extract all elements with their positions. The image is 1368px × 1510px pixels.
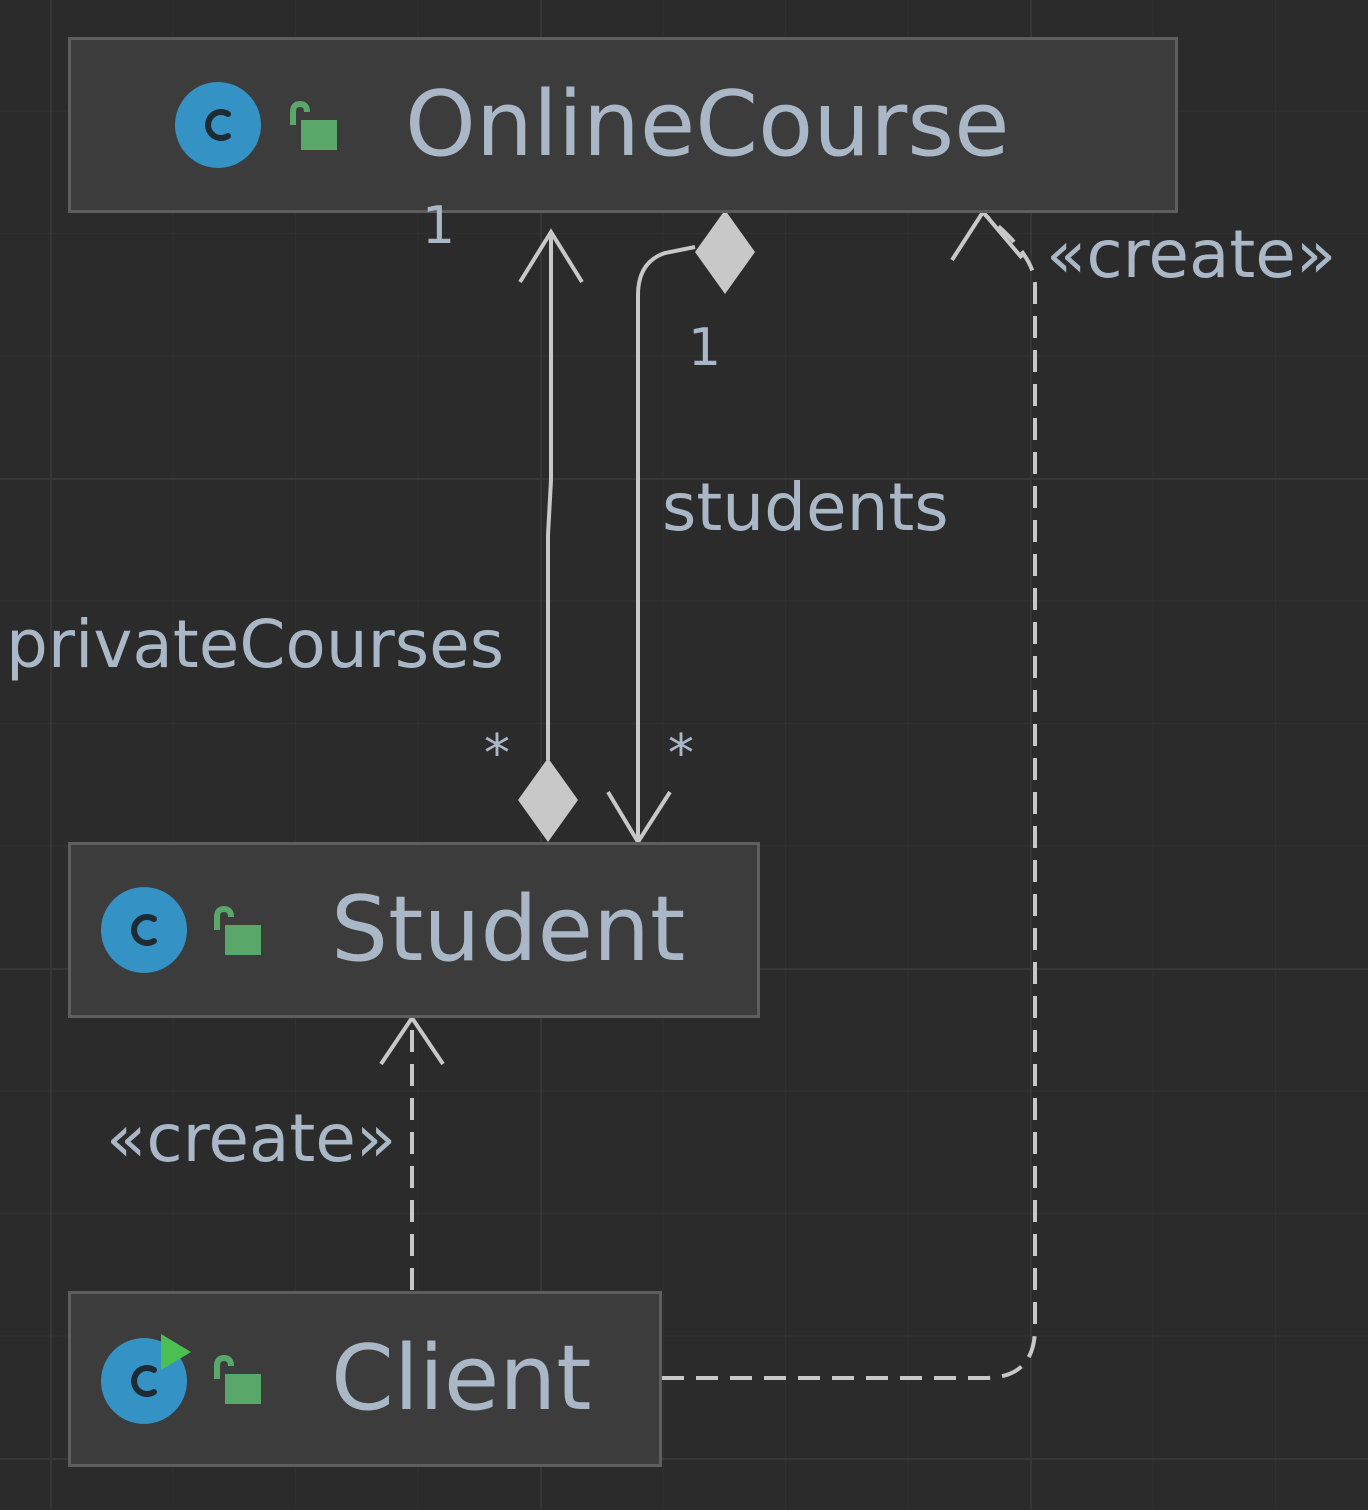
class-node-student[interactable]: Student bbox=[68, 842, 760, 1018]
students-target-multiplicity: * bbox=[668, 724, 694, 784]
class-icon bbox=[175, 82, 261, 168]
client-creates-course-dependency[interactable] bbox=[662, 208, 1037, 1380]
private-courses-source-multiplicity: 1 bbox=[422, 196, 456, 256]
client-creates-student-dependency[interactable] bbox=[379, 1014, 445, 1290]
class-name: Student bbox=[331, 877, 686, 982]
create-stereotype-student: «create» bbox=[106, 1100, 397, 1177]
class-node-onlinecourse[interactable]: OnlineCourse bbox=[68, 37, 1178, 213]
class-name: Client bbox=[331, 1326, 592, 1431]
private-courses-role-label: privateCourses bbox=[6, 606, 505, 683]
public-lock-icon bbox=[214, 1354, 261, 1404]
students-source-multiplicity: 1 bbox=[688, 318, 722, 378]
aggregation-diamond bbox=[695, 210, 755, 294]
run-badge-icon bbox=[161, 1334, 191, 1370]
private-courses-target-multiplicity: * bbox=[484, 724, 510, 784]
runnable-class-icon bbox=[101, 1334, 191, 1424]
class-icon bbox=[101, 887, 187, 973]
class-node-client[interactable]: Client bbox=[68, 1291, 662, 1467]
class-name: OnlineCourse bbox=[405, 72, 1010, 177]
public-lock-icon bbox=[290, 100, 337, 150]
students-association[interactable] bbox=[606, 210, 755, 846]
aggregation-diamond bbox=[518, 758, 578, 842]
private-courses-association[interactable] bbox=[518, 228, 584, 842]
students-role-label: students bbox=[662, 469, 949, 546]
create-stereotype-course: «create» bbox=[1046, 216, 1337, 293]
public-lock-icon bbox=[214, 905, 261, 955]
